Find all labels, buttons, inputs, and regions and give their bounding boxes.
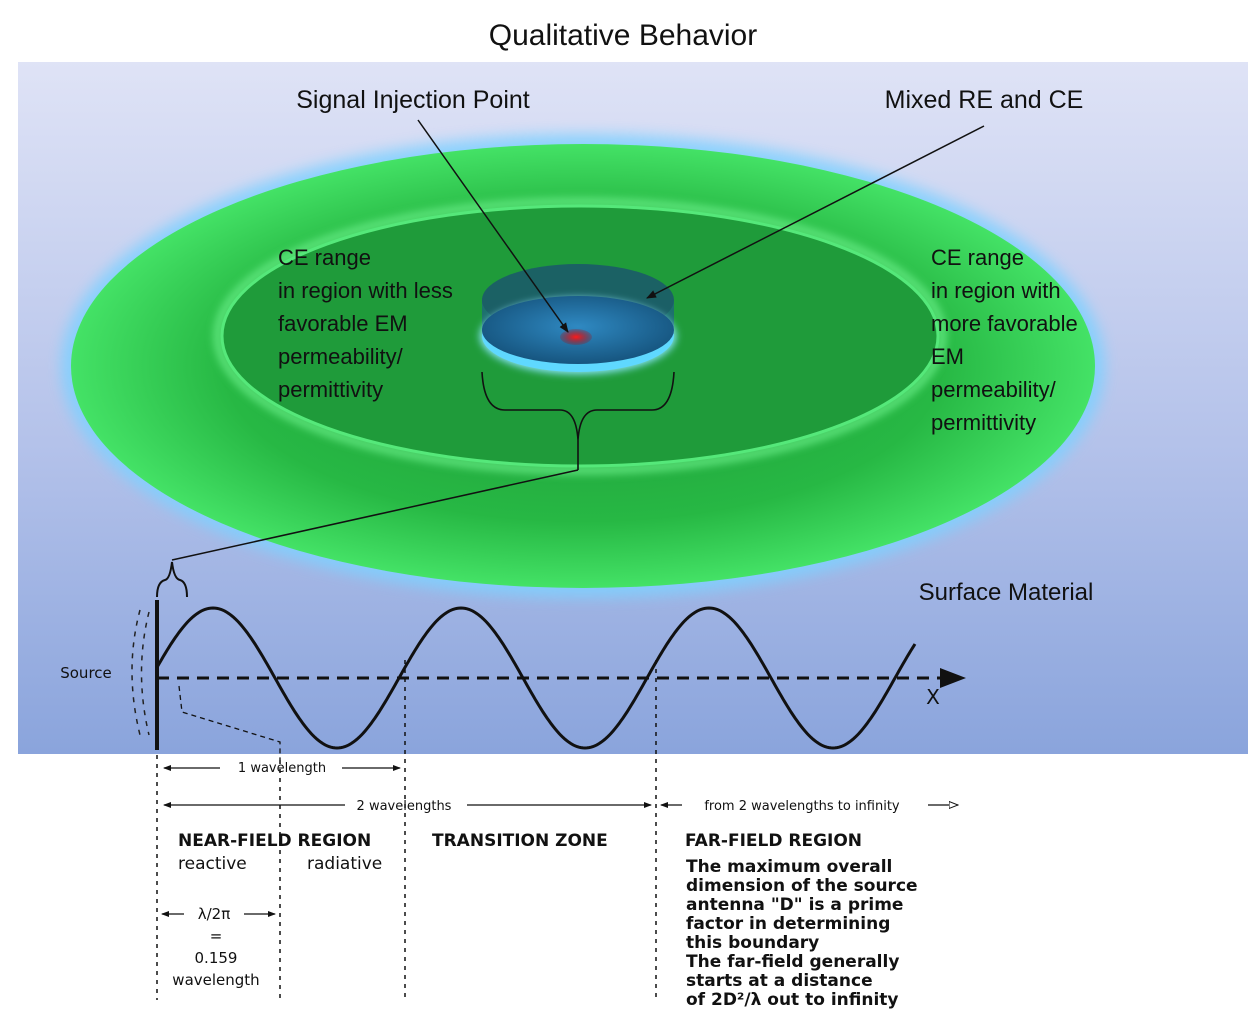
far-desc-line: dimension of the source [686, 876, 918, 896]
left-ce-line: in region with less [278, 278, 453, 303]
lambda-note: λ/2π = 0.159 wavelength [172, 905, 259, 989]
right-ce-line: EM [931, 344, 964, 369]
label-signal-injection: Signal Injection Point [296, 86, 530, 114]
signal-injection-dot [560, 329, 592, 345]
label-surface-material: Surface Material [919, 579, 1094, 606]
x-axis-label: X [926, 685, 940, 709]
far-desc-line: The maximum overall [686, 857, 892, 877]
source-bracket [156, 561, 188, 598]
one-wavelength-label: 1 wavelength [238, 761, 326, 776]
two-wavelengths-label: 2 wavelengths [357, 799, 452, 814]
far-desc-line: factor in determining [686, 914, 890, 934]
right-ce-line: permeability/ [931, 377, 1057, 402]
disc-bracket [481, 371, 675, 470]
beyond-label: from 2 wavelengths to infinity [704, 799, 900, 814]
right-ce-line: in region with [931, 278, 1061, 303]
diagram-title: Qualitative Behavior [489, 19, 757, 52]
far-field-title: FAR-FIELD REGION [685, 831, 862, 851]
radiative-label: radiative [307, 854, 382, 874]
far-desc-line: starts at a distance [686, 971, 873, 991]
connector-line [171, 469, 579, 561]
lambda-note-line: = [210, 927, 223, 945]
arrow-signal-injection [417, 119, 569, 333]
lambda-note-line: wavelength [172, 971, 259, 989]
left-ce-line: favorable EM [278, 311, 408, 336]
right-ce-line: permittivity [931, 410, 1036, 435]
near-field-title: NEAR-FIELD REGION [178, 831, 371, 851]
reactive-guide [178, 685, 281, 760]
far-field-description: The maximum overall dimension of the sou… [686, 857, 918, 1010]
lambda-note-line: λ/2π [198, 905, 231, 923]
x-axis-arrowhead [940, 668, 966, 688]
far-desc-line: The far-field generally [686, 952, 899, 972]
label-source: Source [60, 664, 112, 682]
left-ce-line: permittivity [278, 377, 383, 402]
left-ce-line: permeability/ [278, 344, 404, 369]
left-ce-line: CE range [278, 245, 371, 270]
far-desc-line: antenna "D" is a prime [686, 895, 903, 915]
lambda-note-line: 0.159 [195, 949, 238, 967]
far-desc-line: this boundary [686, 933, 819, 953]
reactive-label: reactive [178, 854, 247, 874]
sine-wave [155, 606, 917, 750]
right-ce-text: CE range in region with more favorable E… [931, 245, 1078, 435]
source-emission-dashes [131, 609, 150, 736]
left-ce-text: CE range in region with less favorable E… [278, 245, 453, 402]
right-ce-line: CE range [931, 245, 1024, 270]
region-boundaries [156, 660, 657, 1000]
transition-zone-title: TRANSITION ZONE [432, 831, 608, 851]
label-mixed-re-ce: Mixed RE and CE [885, 86, 1084, 114]
arrow-mixed-re-ce [646, 125, 985, 299]
inner-field-glow [213, 197, 947, 475]
far-desc-line: of 2D²/λ out to infinity [686, 990, 898, 1010]
right-ce-line: more favorable [931, 311, 1078, 336]
